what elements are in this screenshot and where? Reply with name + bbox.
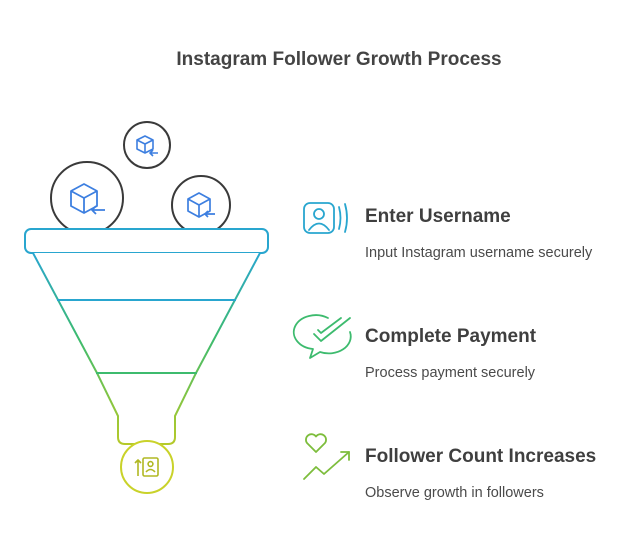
input-circle-left <box>50 161 124 235</box>
user-profile-icon <box>303 202 348 234</box>
box-arrow-icon <box>70 183 105 215</box>
upload-profile-icon <box>134 457 159 477</box>
diagram-title: Instagram Follower Growth Process <box>176 49 502 70</box>
box-arrow-icon <box>187 192 215 218</box>
funnel-output-circle <box>120 440 174 494</box>
heart-growth-icon <box>303 433 350 480</box>
funnel-body <box>32 252 261 445</box>
input-circle-right <box>171 175 231 235</box>
step-desc-complete-payment: Process payment securely <box>365 365 536 381</box>
step-desc-enter-username: Input Instagram username securely <box>365 245 593 261</box>
step-desc-follower-count: Observe growth in followers <box>365 485 544 501</box>
step-title-follower-count: Follower Count Increases <box>365 446 597 467</box>
box-arrow-icon <box>136 135 158 157</box>
payment-check-icon <box>292 314 352 359</box>
funnel-rim <box>24 228 269 254</box>
step-title-complete-payment: Complete Payment <box>365 326 537 347</box>
step-title-enter-username: Enter Username <box>365 206 511 227</box>
input-circle-top <box>123 121 171 169</box>
